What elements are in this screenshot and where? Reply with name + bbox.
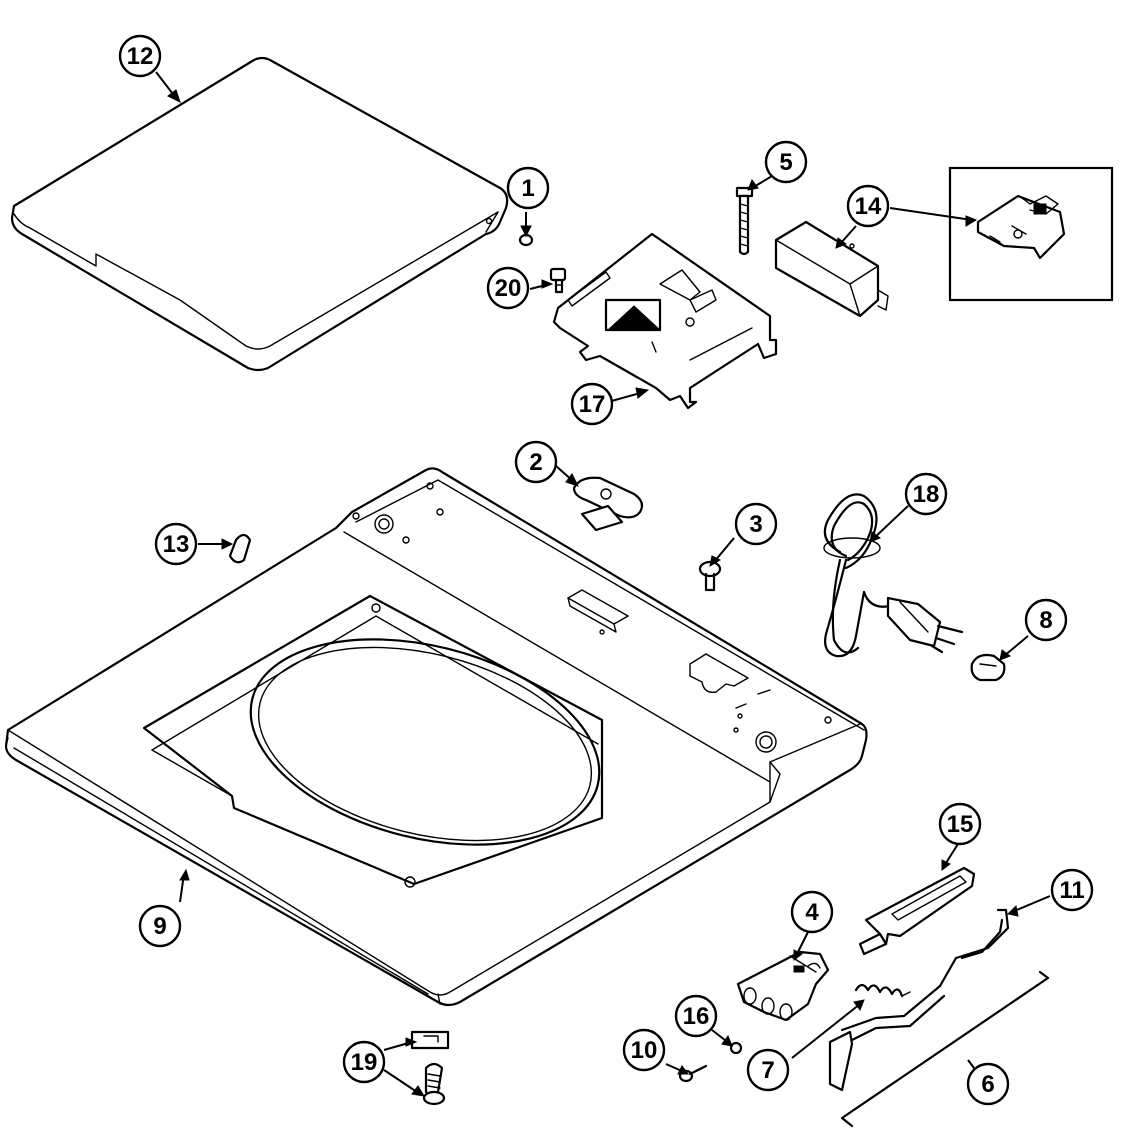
part-power-cord [823,493,964,658]
callout-7: 7 [746,1048,790,1092]
part-pin [228,533,252,564]
callout-8-label: 8 [1039,607,1052,634]
callout-18: 18 [904,472,948,516]
part-6-guide [840,970,1050,1128]
part-switch-box [774,220,889,318]
callout-12-label: 12 [127,43,154,70]
callout-17: 17 [570,382,614,426]
callout-11: 11 [1050,868,1094,912]
part-bracket [552,232,778,410]
part-rod [828,908,1010,1092]
part-clip-19 [410,1030,450,1106]
callout-13-label: 13 [163,531,190,558]
part-screw-3 [698,560,722,592]
callout-1-label: 1 [521,175,534,202]
part-clip-8 [970,653,1006,682]
callout-15: 15 [938,802,982,846]
part-spring [854,983,911,998]
callout-17-label: 17 [579,391,606,418]
part-switch-4 [736,950,830,1022]
callout-3: 3 [734,502,778,546]
callout-15-label: 15 [947,811,974,838]
callout-10: 10 [622,1028,666,1072]
callout-4: 4 [790,890,834,934]
callout-2-label: 2 [529,449,542,476]
callout-20-label: 20 [495,275,522,302]
callout-6-label: 6 [981,1071,994,1098]
part-nut [729,1041,743,1055]
callout-6: 6 [966,1062,1010,1106]
inset-switch-detail [948,166,1114,302]
callout-16: 16 [674,994,718,1038]
part-actuator [572,476,644,532]
callout-14: 14 [846,184,890,228]
callout-20: 20 [486,266,530,310]
part-top-cover [4,467,868,1007]
callout-2: 2 [514,440,558,484]
callout-12: 12 [118,34,162,78]
part-screw-20 [549,267,567,294]
callout-7-label: 7 [761,1057,774,1084]
callout-14-label: 14 [855,193,882,220]
part-lever [858,866,976,956]
callout-9-label: 9 [153,913,166,940]
callout-8: 8 [1024,598,1068,642]
callout-4-label: 4 [805,899,819,926]
callout-3-label: 3 [749,511,762,538]
callout-5: 5 [764,140,808,184]
part-lid [10,56,509,372]
callout-19-label: 19 [351,1049,378,1076]
callout-10-label: 10 [631,1037,658,1064]
part-bolt-5 [735,186,754,256]
callout-9: 9 [138,904,182,948]
callout-13: 13 [154,522,198,566]
callout-19: 19 [342,1040,386,1084]
arrowheads [167,89,1019,1097]
callout-5-label: 5 [779,149,792,176]
callout-1: 1 [506,166,550,210]
callout-11-label: 11 [1059,877,1084,904]
callout-16-label: 16 [683,1003,710,1030]
callout-18-label: 18 [913,481,940,508]
